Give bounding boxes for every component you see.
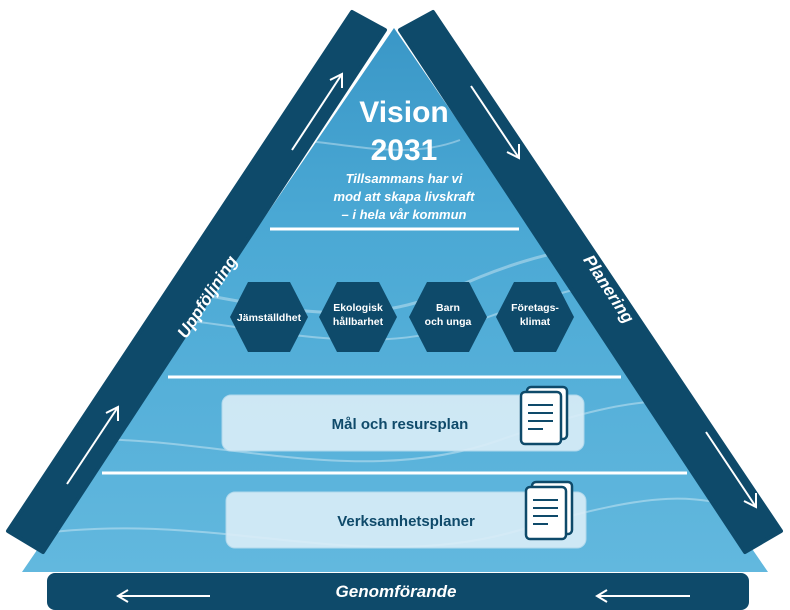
focus-area-label: klimat: [520, 316, 551, 328]
focus-area-label: Jämställdhet: [237, 312, 302, 324]
arrow-left-icon: [595, 589, 690, 603]
arrow-left-icon: [116, 589, 210, 603]
operations-plans-label: Verksamhetsplaner: [337, 513, 475, 530]
focus-area-foretagsklimat: Företags- klimat: [496, 282, 574, 352]
focus-area-label: och unga: [425, 316, 472, 328]
vision-tagline-line3: – i hela vår kommun: [342, 207, 467, 222]
arrow-down-icon: [705, 431, 757, 509]
focus-area-barn-och-unga: Barn och unga: [409, 282, 487, 352]
vision-tagline-line1: Tillsammans har vi: [346, 171, 463, 186]
document-icon: [519, 385, 569, 446]
arrow-up-icon: [66, 405, 119, 485]
focus-area-label: Barn: [436, 302, 460, 314]
vision-section: Vision 2031 Tillsammans har vi mod att s…: [334, 96, 476, 222]
focus-areas: Jämställdhet Ekologisk hållbarhet Barn o…: [230, 282, 574, 352]
focus-area-label: Ekologisk: [333, 302, 383, 314]
goals-resource-plan: Mål och resursplan: [221, 385, 585, 452]
planning-band: Planering: [398, 10, 783, 554]
focus-area-label: Företags-: [511, 302, 559, 314]
vision-title: Vision: [359, 96, 448, 129]
vision-year: 2031: [371, 134, 438, 167]
focus-area-jamstalldhet: Jämställdhet: [230, 282, 308, 352]
implementation-band: Genomförande: [47, 573, 749, 610]
vision-tagline-line2: mod att skapa livskraft: [334, 189, 476, 204]
arrow-up-icon: [291, 72, 343, 151]
implementation-label: Genomförande: [336, 582, 457, 601]
operations-plans: Verksamhetsplaner: [225, 480, 587, 549]
focus-area-label: hållbarhet: [333, 316, 384, 328]
document-icon: [524, 480, 574, 541]
goals-resource-plan-label: Mål och resursplan: [332, 416, 469, 433]
focus-area-ekologisk-hallbarhet: Ekologisk hållbarhet: [319, 282, 397, 352]
arrow-down-icon: [470, 85, 520, 160]
